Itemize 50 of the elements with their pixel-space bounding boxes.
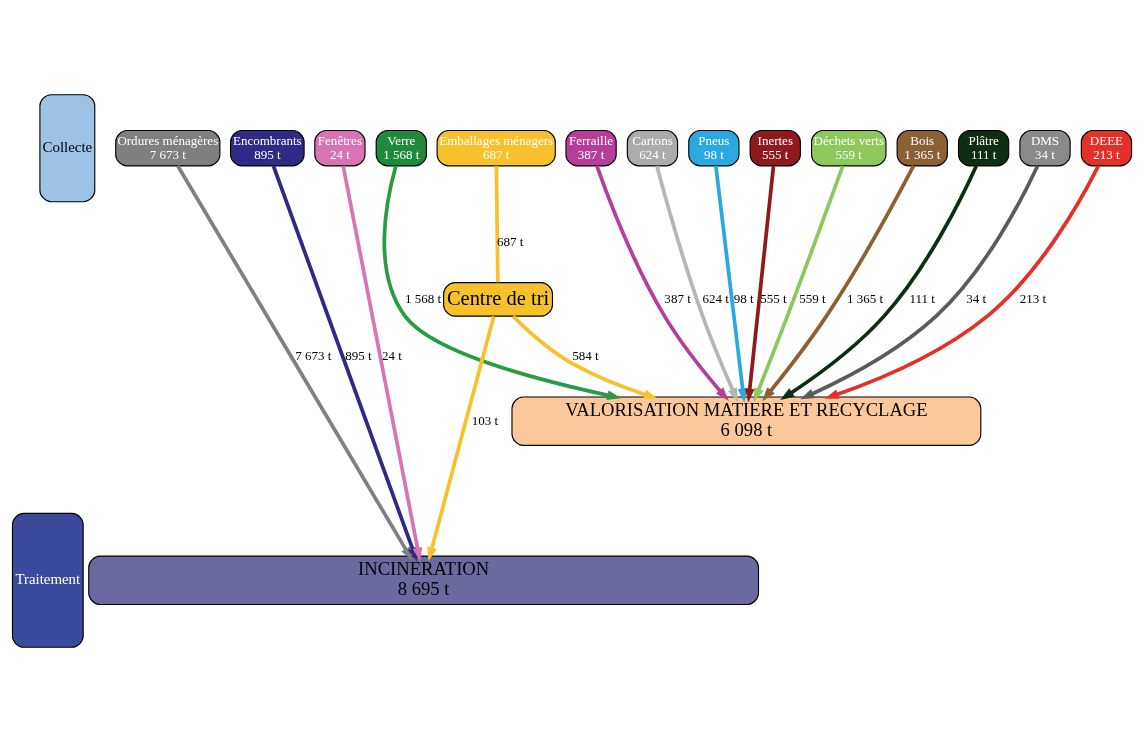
arrow xyxy=(800,165,1040,400)
node-box: Emballages ménagers 687 t xyxy=(436,129,556,167)
edge-label: 34 t xyxy=(966,290,987,306)
arrow xyxy=(824,165,1100,399)
edge-label: 103 t xyxy=(471,412,499,428)
edge-label: 559 t xyxy=(799,290,826,306)
node-box: Centre de tri xyxy=(443,282,554,317)
node-box: DEEE 213 t xyxy=(1080,129,1133,167)
node-box: Déchets verts 559 t xyxy=(810,129,887,167)
connector xyxy=(494,165,500,283)
arrow xyxy=(744,165,776,403)
arrow xyxy=(714,165,748,403)
node-box: Cartons 624 t xyxy=(626,129,679,167)
edge-label: 584 t xyxy=(572,348,599,364)
edge-label: 7 673 t xyxy=(295,348,332,364)
node-box: Inertes 555 t xyxy=(749,129,801,167)
arrow xyxy=(427,316,496,562)
arrow xyxy=(655,165,739,403)
arrow xyxy=(511,315,658,400)
node-box: Collecte xyxy=(39,94,96,203)
arrow xyxy=(762,165,916,402)
edge-label: 98 t xyxy=(733,290,754,306)
arrow xyxy=(271,165,418,562)
arrow xyxy=(341,165,423,562)
node-box: Ordures ménagères 7 673 t xyxy=(115,129,221,167)
node-box: Pneus 98 t xyxy=(688,129,740,167)
edge-label: 24 t xyxy=(382,348,402,364)
arrow xyxy=(753,165,845,402)
edge-label: 895 t xyxy=(345,348,372,364)
edge-label: 1 365 t xyxy=(846,290,884,306)
node-box: INCINERATION 8 695 t xyxy=(88,555,760,606)
node-box: Encombrants 895 t xyxy=(230,129,305,167)
arrow xyxy=(382,165,622,400)
node-box: Fenêtres 24 t xyxy=(314,129,366,167)
arrow xyxy=(595,165,729,401)
edge-label: 555 t xyxy=(760,290,787,306)
edge-label: 1 568 t xyxy=(405,290,442,306)
node-box: Ferraille 387 t xyxy=(565,129,617,167)
arrow xyxy=(780,165,978,401)
arrow xyxy=(176,165,413,561)
node-box: Verre 1 568 t xyxy=(375,129,427,167)
edge-label: 213 t xyxy=(1019,290,1047,306)
edge-label: 387 t xyxy=(664,290,691,306)
node-box: Bois 1 365 t xyxy=(896,129,948,167)
edge-label: 624 t xyxy=(702,290,729,306)
node-box: Plâtre 111 t xyxy=(957,129,1010,167)
edge-label: 111 t xyxy=(909,290,935,306)
node-box: DMS 34 t xyxy=(1019,129,1071,167)
node-box: VALORISATION MATIERE ET RECYCLAGE 6 098 t xyxy=(511,396,982,446)
node-box: Traitement xyxy=(11,512,84,648)
